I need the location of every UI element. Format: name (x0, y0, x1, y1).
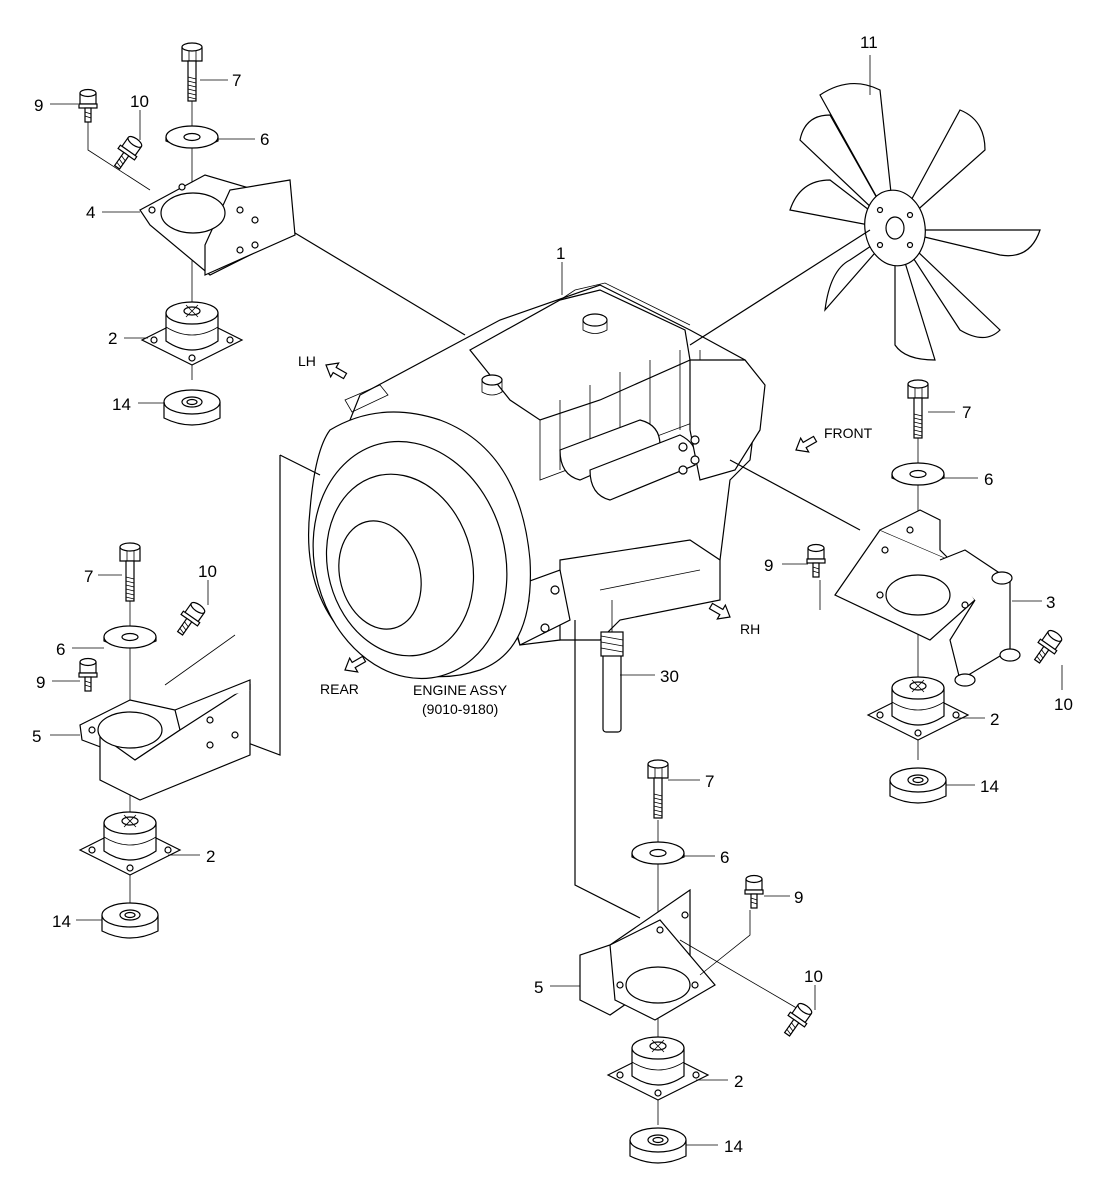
callout-3: 3 (1046, 593, 1055, 612)
callout-6-bottom: 6 (720, 848, 729, 867)
lh-label: LH (298, 353, 316, 369)
callout-2-left: 2 (206, 847, 215, 866)
hose-30-drawing (600, 600, 624, 733)
callout-10-top-left: 10 (130, 92, 149, 111)
callout-14-right: 14 (980, 777, 999, 796)
cooling-fan-drawing (789, 82, 1041, 361)
bracket-3-drawing (819, 509, 1021, 687)
bracket-5-bottom-drawing (579, 888, 801, 1021)
callout-2-top-left: 2 (108, 329, 117, 348)
callout-14-left: 14 (52, 912, 71, 931)
engine-assy-title: ENGINE ASSY (413, 682, 508, 698)
rh-label: RH (740, 621, 760, 637)
callout-9-right: 9 (764, 556, 773, 575)
callout-7-right: 7 (962, 403, 971, 422)
callout-14-top-left: 14 (112, 395, 131, 414)
callout-2-right: 2 (990, 710, 999, 729)
callout-5-left: 5 (32, 727, 41, 746)
bracket-4-drawing (87, 120, 296, 276)
callout-5-bottom: 5 (534, 978, 543, 997)
callout-2-bottom: 2 (734, 1072, 743, 1091)
engine-serial-range: (9010-9180) (422, 701, 498, 717)
callout-4: 4 (86, 203, 95, 222)
callout-30: 30 (660, 667, 679, 686)
callout-14-bottom: 14 (724, 1137, 743, 1156)
callout-numbers: 1 11 7 6 9 10 4 2 14 7 6 9 3 10 2 14 7 1… (32, 33, 1073, 1156)
callout-6-right: 6 (984, 470, 993, 489)
callout-6-left: 6 (56, 640, 65, 659)
front-label: FRONT (824, 425, 873, 441)
callout-9-top-left: 9 (34, 96, 43, 115)
callout-7-bottom: 7 (705, 772, 714, 791)
callout-6-top-left: 6 (260, 130, 269, 149)
callout-leaders (50, 55, 1063, 1146)
bracket-5-left-drawing (79, 634, 251, 801)
rh-direction-arrow (706, 598, 735, 625)
engine-assy-drawing (307, 282, 766, 680)
callout-10-right: 10 (1054, 695, 1073, 714)
callout-9-left: 9 (36, 673, 45, 692)
front-direction-arrow (791, 431, 820, 458)
callout-10-bottom: 10 (804, 967, 823, 986)
rear-label: REAR (320, 681, 359, 697)
callout-10-left: 10 (198, 562, 217, 581)
callout-1: 1 (556, 244, 565, 263)
lh-direction-arrow (321, 357, 350, 384)
callout-7-top-left: 7 (232, 71, 241, 90)
callout-7-left: 7 (84, 567, 93, 586)
callout-9-bottom: 9 (794, 888, 803, 907)
callout-11: 11 (860, 33, 878, 52)
